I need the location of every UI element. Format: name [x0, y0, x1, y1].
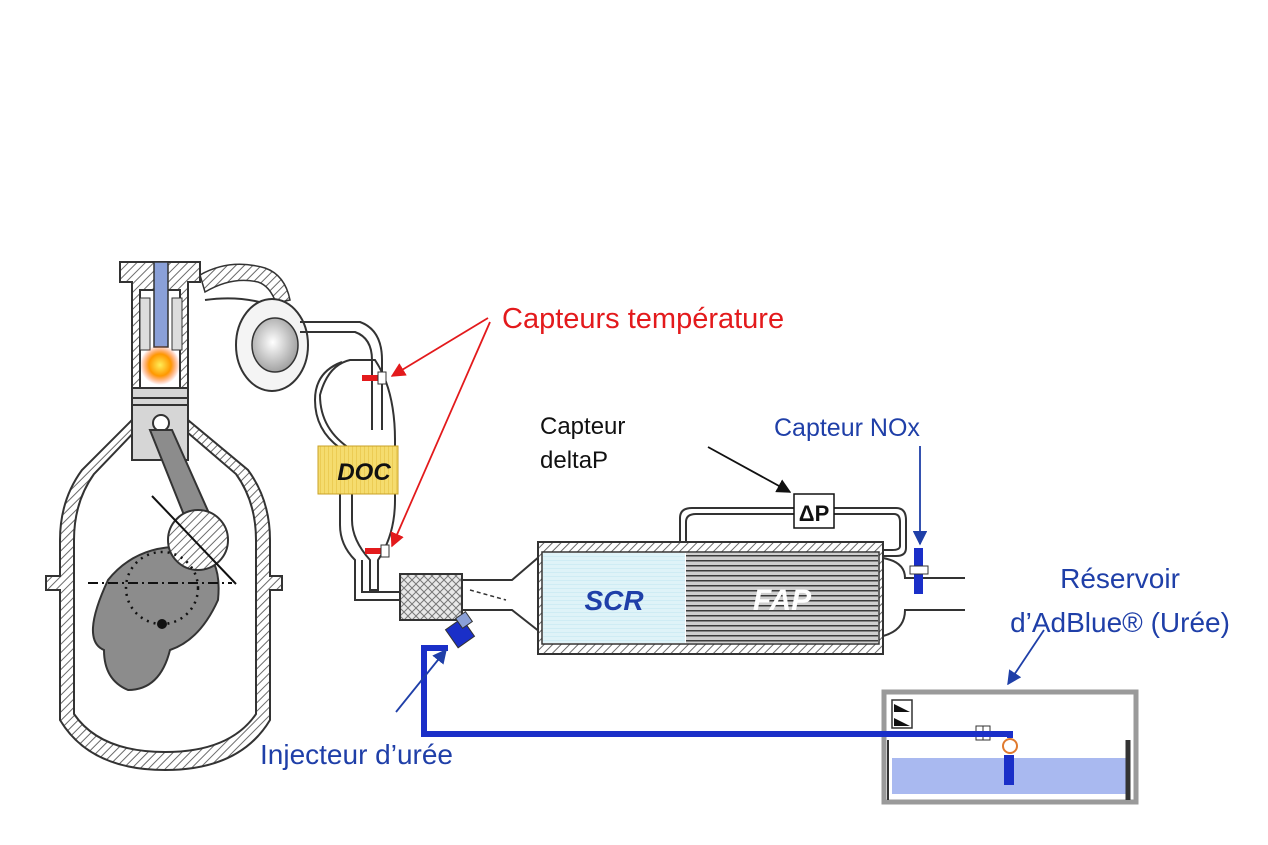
doc-block — [317, 445, 399, 495]
temperature-arrow-upper — [390, 317, 489, 377]
urea-supply-line — [421, 645, 1013, 738]
tank-arrow — [1007, 629, 1045, 686]
tank-label-line1: Réservoir — [1060, 563, 1180, 594]
temperature-sensor-lower — [365, 544, 390, 558]
turbocharger-icon — [235, 298, 309, 392]
deltap-arrow — [707, 446, 792, 493]
temperature-sensor-upper — [362, 371, 387, 385]
scr-label: SCR — [584, 585, 644, 616]
fap-block — [686, 553, 878, 643]
doc-catalyst: DOC — [313, 359, 403, 601]
deltap-label-line2: deltaP — [540, 447, 608, 474]
engine-cylinder — [45, 261, 283, 772]
urea-injector-label: Injecteur d’urée — [260, 739, 453, 770]
delta-p-sensor: ΔP — [679, 493, 907, 557]
combustion-flame-icon — [140, 345, 180, 385]
nox-sensor-label: Capteur NOx — [774, 414, 920, 442]
nox-sensor — [909, 548, 929, 594]
mixer-box — [399, 573, 463, 621]
tank-label-line2: d’AdBlue® (Urée) — [1010, 607, 1230, 638]
temperature-arrow-lower — [390, 321, 491, 548]
scr-block — [543, 553, 685, 643]
scr-fap-canister: SCR FAP — [537, 541, 884, 655]
urea-injector-icon — [444, 610, 476, 649]
doc-label: DOC — [337, 459, 391, 486]
fap-label: FAP — [753, 584, 812, 617]
delta-p-label: ΔP — [799, 501, 830, 526]
temperature-sensors-label: Capteurs température — [502, 303, 784, 335]
adblue-tank — [881, 689, 1139, 805]
deltap-label-line1: Capteur — [540, 413, 625, 440]
exhaust-manifold — [199, 263, 291, 304]
injector-arrow — [395, 648, 447, 713]
tank-pump-icon — [1002, 738, 1018, 754]
